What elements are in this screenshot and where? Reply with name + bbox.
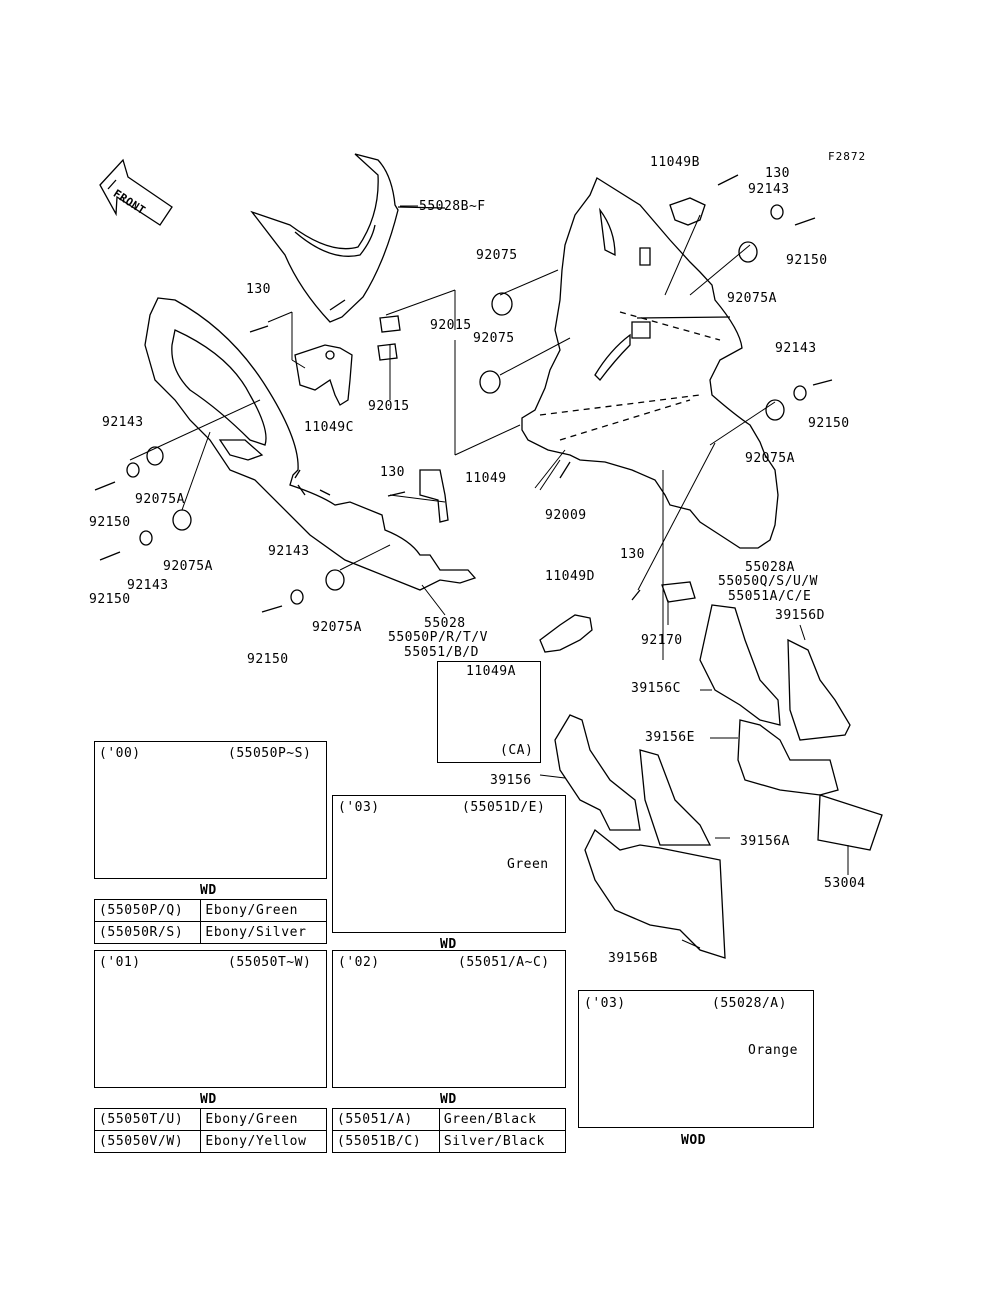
label-92015-upper: 92015 — [430, 318, 472, 333]
label-11049d: 11049D — [545, 569, 595, 584]
color-code: (55050T/U) — [93, 1108, 202, 1131]
variant-02-codes: (55051/A~C) — [458, 955, 550, 970]
variant-00-caption: WD — [200, 883, 217, 898]
label-39156b: 39156B — [608, 951, 658, 966]
clip-92170-shape — [661, 581, 696, 603]
variant-box-01 — [94, 950, 327, 1088]
variant-03b-caption: WOD — [681, 1133, 706, 1148]
variant-00-year: ('00) — [99, 746, 141, 761]
inset-ca-box — [437, 661, 541, 763]
label-55028b-f: 55028B~F — [419, 199, 486, 214]
label-92075a-bottom: 92075A — [312, 620, 362, 635]
label-39156c: 39156C — [631, 681, 681, 696]
color-name: Green/Black — [438, 1108, 567, 1131]
variant-box-02 — [332, 950, 566, 1088]
label-92143-left-upper: 92143 — [102, 415, 144, 430]
variant-03a-year: ('03) — [338, 800, 380, 815]
color-code: (55051B/C) — [332, 1130, 440, 1153]
color-name: Ebony/Silver — [200, 921, 327, 944]
variant-01-caption: WD — [200, 1092, 217, 1107]
label-92015-lower: 92015 — [368, 399, 410, 414]
label-92075a-left-upper: 92075A — [135, 492, 185, 507]
upper-cowl-shape — [250, 153, 446, 323]
variant-03a-caption: WD — [440, 937, 457, 952]
label-92143-right-mid: 92143 — [775, 341, 817, 356]
label-39156a: 39156A — [740, 834, 790, 849]
variant-03b-codes: (55028/A) — [712, 996, 787, 1011]
variant-02-year: ('02) — [338, 955, 380, 970]
variant-01-codes: (55050T~W) — [228, 955, 312, 970]
figure-code: F2872 — [828, 150, 867, 163]
color-table-00: (55050P/Q)Ebony/Green (55050R/S)Ebony/Si… — [93, 899, 327, 944]
label-92009: 92009 — [545, 508, 587, 523]
bracket-11049-shape — [419, 469, 449, 523]
label-11049: 11049 — [465, 471, 507, 486]
label-11049b: 11049B — [650, 155, 700, 170]
color-name: Ebony/Yellow — [200, 1130, 327, 1153]
label-130-lower-right: 130 — [620, 547, 645, 562]
label-92150-right-mid: 92150 — [808, 416, 850, 431]
bracket-11049b-shape — [669, 197, 706, 226]
label-92075-upper: 92075 — [476, 248, 518, 263]
label-92075-lower: 92075 — [473, 331, 515, 346]
grommet-shapes — [126, 204, 807, 605]
variant-box-03b — [578, 990, 814, 1128]
color-name: Ebony/Green — [200, 1108, 327, 1131]
label-130-center: 130 — [380, 465, 405, 480]
label-11049c: 11049C — [304, 420, 354, 435]
front-arrow-icon — [99, 158, 173, 226]
label-92143-top-right: 92143 — [748, 182, 790, 197]
bolt-shapes — [94, 174, 833, 613]
label-92075a-left-lower: 92075A — [163, 559, 213, 574]
right-side-cowl-shape — [521, 177, 779, 549]
color-code: (55051/A) — [332, 1108, 440, 1131]
variant-box-03a — [332, 795, 566, 933]
label-39156d: 39156D — [775, 608, 825, 623]
label-130-left: 130 — [246, 282, 271, 297]
label-92075a-right-upper: 92075A — [727, 291, 777, 306]
label-92150-bottom: 92150 — [247, 652, 289, 667]
color-code: (55050V/W) — [93, 1130, 202, 1153]
label-55028: 55028 — [424, 616, 466, 631]
label-55050p-r-t-v: 55050P/R/T/V — [388, 630, 488, 645]
leader-lines — [129, 205, 849, 949]
label-55050q-s-u-w: 55050Q/S/U/W — [718, 574, 818, 589]
color-table-02: (55051/A)Green/Black (55051B/C)Silver/Bl… — [332, 1108, 567, 1153]
variant-00-codes: (55050P~S) — [228, 746, 312, 761]
label-55028a: 55028A — [745, 560, 795, 575]
inset-ca-part-label: 11049A — [466, 664, 516, 679]
label-55051-b-d: 55051/B/D — [404, 645, 479, 660]
color-name: Silver/Black — [438, 1130, 567, 1153]
color-code: (55050R/S) — [93, 921, 202, 944]
label-53004: 53004 — [824, 876, 866, 891]
variant-03a-codes: (55051D/E) — [462, 800, 546, 815]
color-table-01: (55050T/U)Ebony/Green (55050V/W)Ebony/Ye… — [93, 1108, 327, 1153]
variant-02-caption: WD — [440, 1092, 457, 1107]
pad-shapes — [554, 604, 883, 959]
clip-92015-shapes — [377, 315, 401, 361]
label-55051a-c-e: 55051A/C/E — [728, 589, 812, 604]
label-39156e: 39156E — [645, 730, 695, 745]
bracket-11049d-shape — [539, 614, 593, 653]
label-92170: 92170 — [641, 633, 683, 648]
label-92143-bottom: 92143 — [268, 544, 310, 559]
variant-03b-year: ('03) — [584, 996, 626, 1011]
label-92075a-right-lower: 92075A — [745, 451, 795, 466]
label-92143-left-lower: 92143 — [127, 578, 169, 593]
label-92150-left-upper: 92150 — [89, 515, 131, 530]
bracket-11049c-shape — [294, 344, 353, 406]
variant-01-year: ('01) — [99, 955, 141, 970]
variant-03a-callout: Green — [507, 857, 549, 872]
variant-box-00 — [94, 741, 327, 879]
variant-03b-callout: Orange — [748, 1043, 798, 1058]
label-92150-left-lower: 92150 — [89, 592, 131, 607]
label-39156: 39156 — [490, 773, 532, 788]
inset-ca-note: (CA) — [500, 743, 534, 758]
label-130-top-right: 130 — [765, 166, 790, 181]
color-name: Ebony/Green — [200, 899, 327, 922]
label-92150-top-right: 92150 — [786, 253, 828, 268]
color-code: (55050P/Q) — [93, 899, 202, 922]
left-side-cowl-shape — [144, 297, 477, 591]
